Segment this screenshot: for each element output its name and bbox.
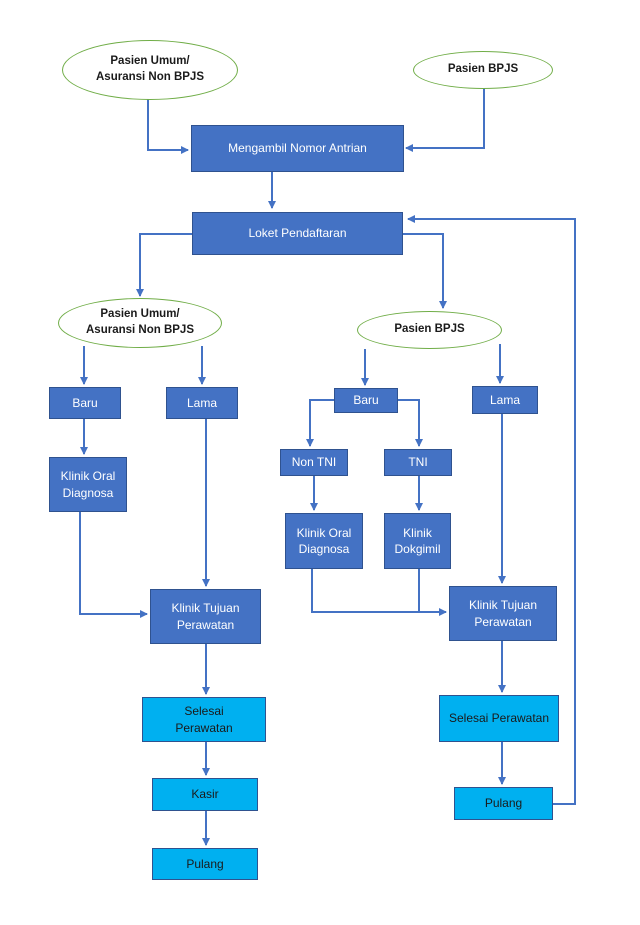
- arrow-oral-to-tujuan: [79, 512, 148, 618]
- pasien-bpjs-mid-node: Pasien BPJS: [357, 311, 502, 349]
- non-tni-node: Non TNI: [280, 449, 348, 476]
- lama-left-node: Lama: [166, 387, 238, 419]
- arrow-oral-to-tujuan-right: [311, 569, 447, 616]
- klinik-oral-right-node: Klinik Oral Diagnosa: [285, 513, 363, 569]
- pasien-bpjs-top-node: Pasien BPJS: [413, 51, 553, 89]
- selesai-left-node: Selesai Perawatan: [142, 697, 266, 742]
- loket-pendaftaran-node: Loket Pendaftaran: [192, 212, 403, 255]
- arrow-loket-to-bpjs: [403, 233, 447, 309]
- arrow-loket-to-umum: [136, 233, 192, 297]
- klinik-dokgimil-node: Klinik Dokgimil: [384, 513, 451, 569]
- pulang-left-node: Pulang: [152, 848, 258, 880]
- baru-right-node: Baru: [334, 388, 398, 413]
- baru-left-node: Baru: [49, 387, 121, 419]
- klinik-oral-left-node: Klinik Oral Diagnosa: [49, 457, 127, 512]
- arrow-pulang-to-loket: [407, 215, 576, 805]
- arrow-umum-to-antrian: [147, 98, 189, 154]
- arrow-bpjs-to-antrian: [405, 87, 485, 152]
- tni-node: TNI: [384, 449, 452, 476]
- pasien-umum-mid-node: Pasien Umum/ Asuransi Non BPJS: [58, 298, 222, 348]
- pasien-umum-top-node: Pasien Umum/ Asuransi Non BPJS: [62, 40, 238, 100]
- lama-right-node: Lama: [472, 386, 538, 414]
- pulang-right-node: Pulang: [454, 787, 553, 820]
- mengambil-nomor-antrian-node: Mengambil Nomor Antrian: [191, 125, 404, 172]
- arrow-baru-to-tni: [398, 399, 423, 447]
- klinik-tujuan-left-node: Klinik Tujuan Perawatan: [150, 589, 261, 644]
- arrow-baru-to-nontni: [306, 399, 334, 447]
- klinik-tujuan-right-node: Klinik Tujuan Perawatan: [449, 586, 557, 641]
- kasir-node: Kasir: [152, 778, 258, 811]
- selesai-right-node: Selesai Perawatan: [439, 695, 559, 742]
